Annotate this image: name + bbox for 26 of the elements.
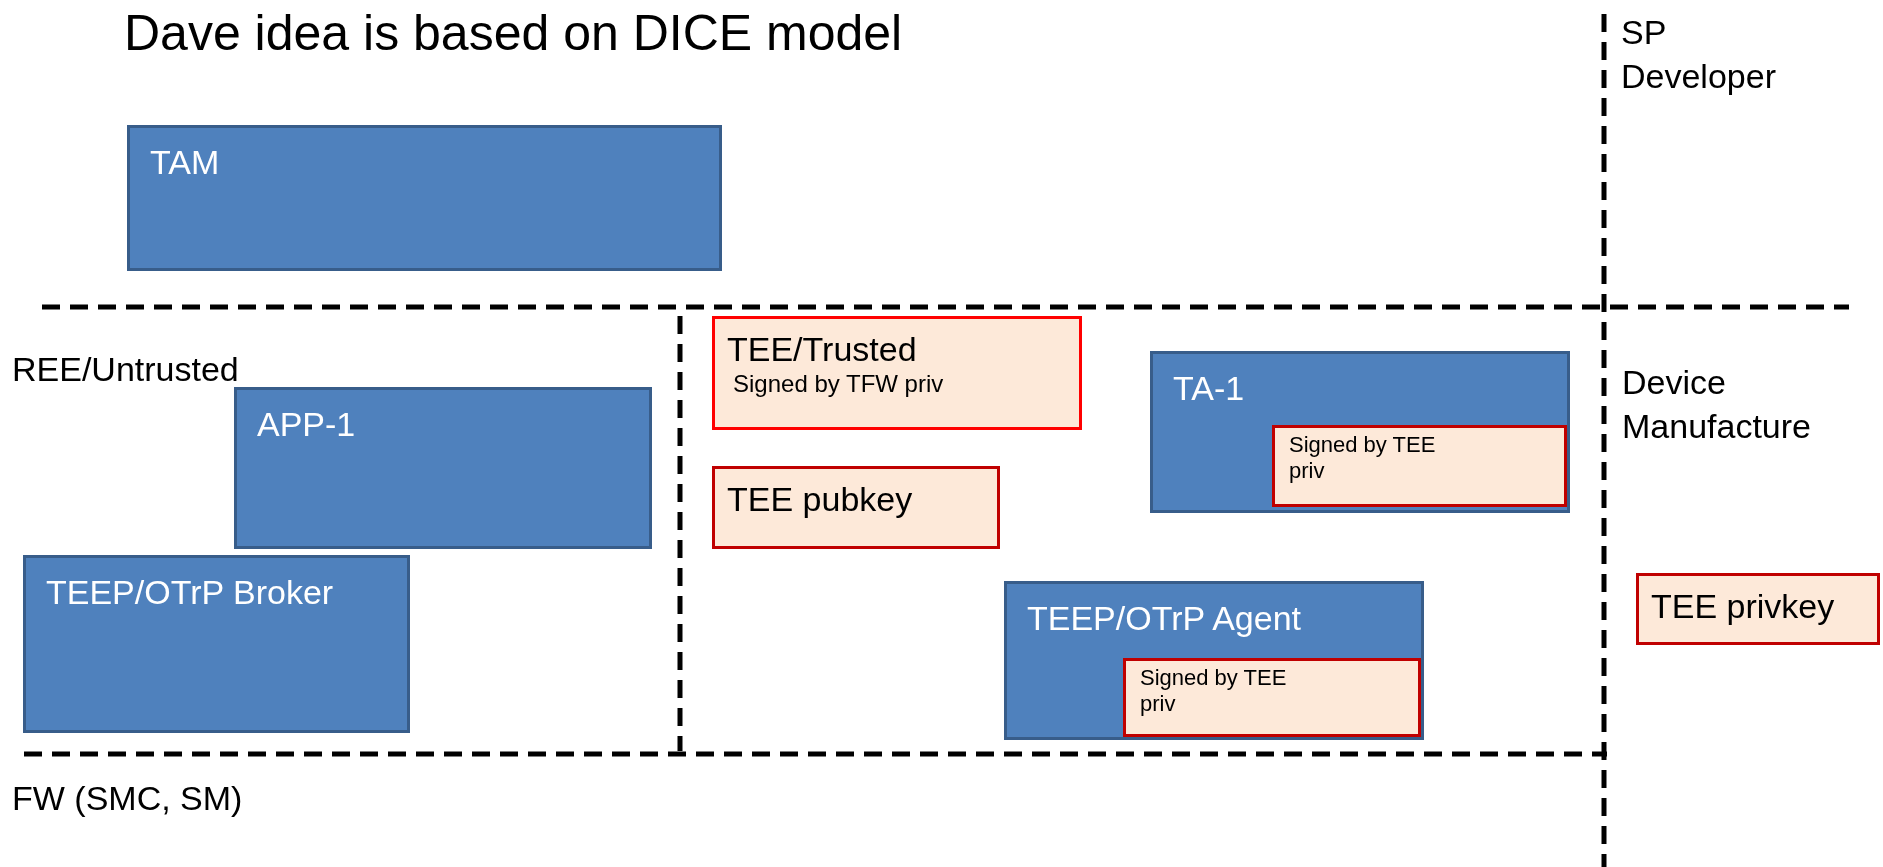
key-box	[1123, 658, 1421, 737]
region-label: FW (SMC, SM)	[12, 778, 244, 819]
box-label: TEEP/OTrP Broker	[46, 572, 334, 613]
key-box	[712, 466, 1000, 549]
region-label: REE/Untrusted	[12, 349, 240, 390]
box-label: Signed by TEE priv	[1140, 665, 1288, 718]
box-label: TEE privkey	[1651, 586, 1835, 627]
component-box	[23, 555, 410, 733]
box-label: TA-1	[1173, 368, 1245, 409]
box-label: Signed by TEE priv	[1289, 432, 1437, 485]
component-box	[1004, 581, 1424, 740]
key-box	[712, 316, 1082, 430]
box-label: TAM	[150, 142, 220, 183]
box-label: APP-1	[257, 404, 356, 445]
title: Dave idea is based on DICE model	[124, 4, 903, 62]
region-label: Device Manufacture	[1622, 362, 1812, 448]
key-box	[1636, 573, 1880, 645]
box-label: TEEP/OTrP Agent	[1027, 598, 1301, 639]
key-box	[1272, 425, 1567, 507]
component-box	[234, 387, 652, 549]
box-label: TEE/Trusted	[727, 329, 917, 370]
component-box	[127, 125, 722, 271]
box-note: Signed by TFW priv	[732, 369, 944, 399]
component-box	[1150, 351, 1570, 513]
region-label: SP Developer	[1621, 12, 1777, 98]
box-label: TEE pubkey	[727, 479, 913, 520]
